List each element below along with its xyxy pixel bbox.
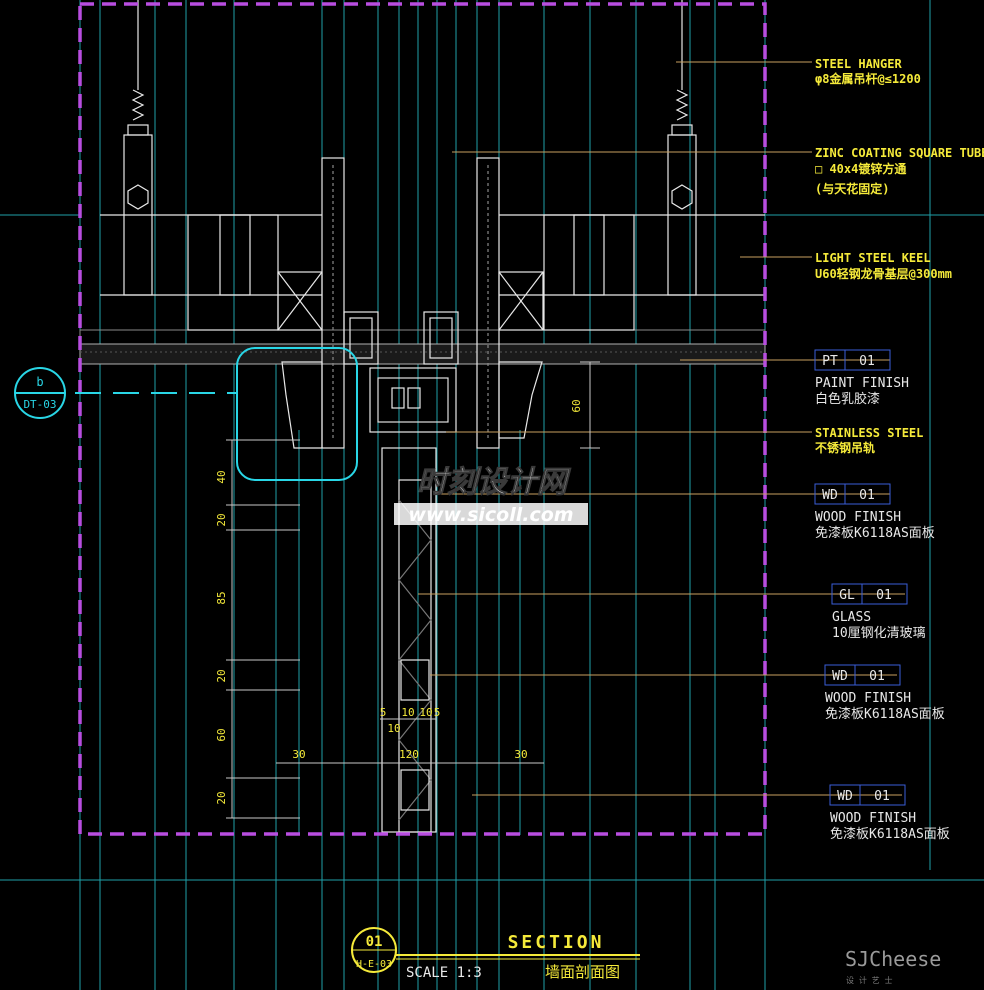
section-boundary xyxy=(78,2,767,836)
dim-s-below: 10 xyxy=(387,722,400,735)
svg-text:PAINT FINISH: PAINT FINISH xyxy=(815,376,909,391)
svg-text:时刻设计网: 时刻设计网 xyxy=(417,465,571,500)
svg-text:01: 01 xyxy=(874,789,890,804)
dim-b-30a: 30 xyxy=(292,748,305,761)
tag-wd01-a: WD 01 WOOD FINISH 免漆板K6118AS面板 xyxy=(814,483,935,541)
tag-gl01: GL 01 GLASS 10厘钢化清玻璃 xyxy=(831,583,926,641)
svg-text:白色乳胶漆: 白色乳胶漆 xyxy=(815,391,880,407)
hanger-right xyxy=(498,0,765,331)
callout-stainless-cn: 不锈钢吊轨 xyxy=(815,440,875,455)
svg-text:免漆板K6118AS面板: 免漆板K6118AS面板 xyxy=(815,525,935,541)
svg-text:SJCheese: SJCheese xyxy=(845,947,941,971)
center-assembly xyxy=(281,157,543,833)
title-section: SECTION xyxy=(508,932,605,953)
callout-keel-cn: U60轻钢龙骨基层@300mm xyxy=(815,266,952,281)
svg-text:01: 01 xyxy=(869,669,885,684)
leader-lines xyxy=(418,61,905,796)
detail-callout xyxy=(14,347,358,481)
svg-text:01: 01 xyxy=(876,588,892,603)
detail-ref-letter: b xyxy=(36,375,43,389)
callout-zinc-cn: □ 40x4镀锌方通 xyxy=(815,161,906,176)
svg-text:WD: WD xyxy=(832,669,848,684)
svg-text:WD: WD xyxy=(837,789,853,804)
svg-text:GL: GL xyxy=(839,588,855,603)
svg-text:01: 01 xyxy=(859,488,875,503)
callout-zinc-en: ZINC COATING SQUARE TUBE xyxy=(815,146,984,160)
dim-v-20c: 20 xyxy=(215,791,228,804)
tag-wd01-c: WD 01 WOOD FINISH 免漆板K6118AS面板 xyxy=(829,784,950,842)
title-sheet: H-E-03 xyxy=(356,959,392,970)
title-cn: 墙面剖面图 xyxy=(545,963,620,981)
svg-text:PT: PT xyxy=(822,354,838,369)
dim-s-5b: 5 xyxy=(434,706,441,719)
dim-b-30b: 30 xyxy=(514,748,527,761)
svg-text:WOOD FINISH: WOOD FINISH xyxy=(815,510,901,525)
dim-s-5a: 5 xyxy=(380,706,387,719)
callout-zinc-note: (与天花固定) xyxy=(815,181,889,196)
svg-text:WOOD FINISH: WOOD FINISH xyxy=(825,691,911,706)
ceiling-layers xyxy=(79,329,766,365)
dim-v-60: 60 xyxy=(215,728,228,741)
tag-pt01: PT 01 PAINT FINISH 白色乳胶漆 xyxy=(814,349,909,407)
tag-wd01-b: WD 01 WOOD FINISH 免漆板K6118AS面板 xyxy=(824,664,945,722)
dimension-lines xyxy=(226,361,600,819)
dim-v-20a: 20 xyxy=(215,513,228,526)
title-number: 01 xyxy=(366,934,383,950)
watermark-center: 时刻设计网 www.sicoll.com xyxy=(394,465,588,526)
dim-v-20b: 20 xyxy=(215,669,228,682)
svg-text:www.sicoll.com: www.sicoll.com xyxy=(408,504,573,526)
title-scale: SCALE 1:3 xyxy=(406,965,482,981)
hanger-left xyxy=(100,0,323,331)
svg-text:设 计 艺 士: 设 计 艺 士 xyxy=(846,975,892,985)
callout-steel-hanger-cn: φ8金属吊杆@≤1200 xyxy=(815,71,921,86)
dim-right-60: 60 xyxy=(570,399,583,412)
svg-text:GLASS: GLASS xyxy=(832,610,871,625)
detail-ref-sheet: DT-03 xyxy=(23,398,56,411)
svg-text:WOOD FINISH: WOOD FINISH xyxy=(830,811,916,826)
dim-v-40: 40 xyxy=(215,470,228,483)
svg-text:WD: WD xyxy=(822,488,838,503)
callout-stainless-en: STAINLESS STEEL xyxy=(815,426,923,440)
dim-s-10b: 10 xyxy=(419,706,432,719)
callout-keel-en: LIGHT STEEL KEEL xyxy=(815,251,931,265)
dim-s-10a: 10 xyxy=(401,706,414,719)
svg-text:10厘钢化清玻璃: 10厘钢化清玻璃 xyxy=(832,626,926,641)
dim-v-85: 85 xyxy=(215,591,228,604)
svg-text:01: 01 xyxy=(859,354,875,369)
callout-steel-hanger-en: STEEL HANGER xyxy=(815,57,902,71)
watermark-corner: SJCheese 设 计 艺 士 xyxy=(845,947,941,985)
svg-text:免漆板K6118AS面板: 免漆板K6118AS面板 xyxy=(825,706,945,722)
title-block: 01 H-E-03 SECTION SCALE 1:3 墙面剖面图 xyxy=(351,927,640,981)
svg-text:免漆板K6118AS面板: 免漆板K6118AS面板 xyxy=(830,826,950,842)
dim-b-120: 120 xyxy=(399,748,419,761)
